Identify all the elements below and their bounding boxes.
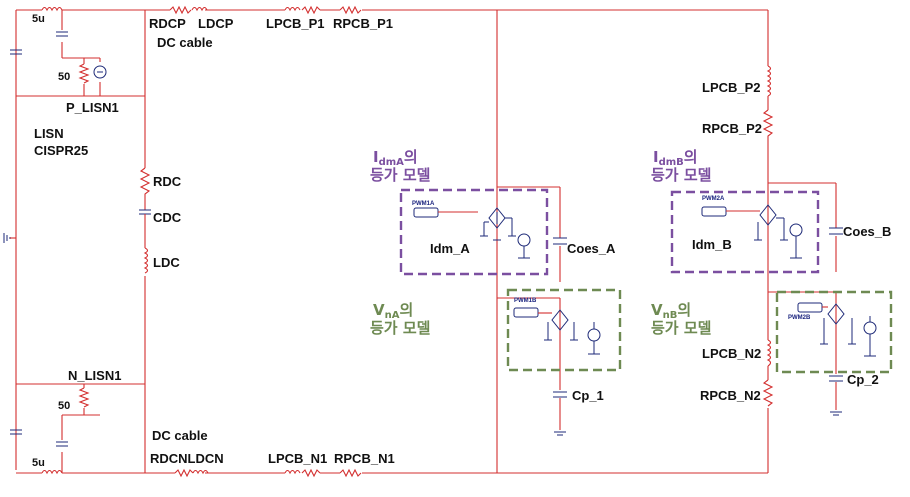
label-dc-cable-bot: DC cable — [152, 428, 208, 443]
label-n-lisn: N_LISN1 — [68, 368, 121, 383]
inductor-5u-top — [41, 6, 63, 12]
label-50-bot: 50 — [58, 400, 70, 412]
anno-vnb-line2: 등가 모델 — [651, 319, 712, 337]
anno-idm-b-line1: IdmB의 — [653, 148, 698, 168]
label-lpcb-p2: LPCB_P2 — [702, 80, 761, 95]
label-rpcb-p1: RPCB_P1 — [333, 16, 393, 31]
vnb-source — [797, 302, 877, 357]
inductor-ldcn — [192, 469, 209, 475]
components — [3, 5, 877, 478]
inductor-5u-bot — [41, 469, 63, 475]
inductor-ldc — [143, 247, 149, 274]
label-cispr: CISPR25 — [34, 143, 88, 158]
resistor-rpcb-n1-a — [301, 468, 321, 478]
label-ldcp: LDCP — [198, 16, 234, 31]
label-50-top: 50 — [58, 71, 70, 83]
label-ldc: LDC — [153, 255, 180, 270]
label-pwm1a: PWM1A — [412, 201, 435, 207]
vnb-box — [775, 290, 893, 374]
label-cdc: CDC — [153, 210, 182, 225]
resistor-rpcb-n1 — [339, 468, 362, 478]
label-lpcb-p1: LPCB_P1 — [266, 16, 325, 31]
idm-a-box — [399, 188, 549, 276]
label-rdcn-ldcn: RDCNLDCN — [150, 451, 224, 466]
label-coes-a: Coes_A — [567, 241, 616, 256]
label-idm-b: Idm_B — [692, 237, 732, 252]
label-lisn: LISN — [34, 126, 64, 141]
idm-b-source — [701, 204, 803, 259]
label-p-lisn: P_LISN1 — [66, 100, 119, 115]
label-pwm2b: PWM2B — [788, 315, 811, 321]
resistor-rpcb-p1 — [339, 5, 362, 15]
label-pwm1b: PWM1B — [514, 298, 537, 304]
label-dc-cable-top: DC cable — [157, 35, 213, 50]
label-pwm2a: PWM2A — [702, 196, 725, 202]
resistor-rpcb-n2 — [762, 379, 774, 407]
idm-b-box — [670, 190, 820, 274]
vna-box — [506, 288, 622, 372]
labels: 5u 50 P_LISN1 LISN CISPR25 RDCP LDCP DC … — [32, 13, 891, 469]
anno-idm-a-line1: IdmA의 — [373, 148, 418, 168]
label-rpcb-n2: RPCB_N2 — [700, 388, 761, 403]
label-rdcp: RDCP — [149, 16, 186, 31]
anno-vna-line2: 등가 모델 — [370, 319, 431, 337]
anno-idm-a-line2: 등가 모델 — [370, 166, 431, 184]
inductor-lpcb-p2 — [766, 65, 772, 97]
anno-idm-b-line2: 등가 모델 — [651, 166, 712, 184]
anno-vnb-line1: VnB의 — [651, 301, 691, 321]
label-cp-2: Cp_2 — [847, 372, 879, 387]
resistor-rdc — [139, 167, 151, 196]
label-lpcb-n1: LPCB_N1 — [268, 451, 327, 466]
inductor-lpcb-n2 — [766, 339, 772, 367]
label-rpcb-n1: RPCB_N1 — [334, 451, 395, 466]
inductor-lpcb-n1 — [284, 469, 301, 475]
inductor-lpcb-p1 — [284, 6, 301, 12]
wires — [15, 9, 837, 474]
resistor-rpcb-p1-a — [301, 5, 321, 15]
label-rpcb-p2: RPCB_P2 — [702, 121, 762, 136]
resistor-rdcn — [174, 468, 194, 478]
idm-a-source — [413, 207, 531, 259]
resistor-rpcb-p2 — [762, 109, 774, 140]
anno-vna-line1: VnA의 — [373, 301, 413, 321]
label-cp-1: Cp_1 — [572, 388, 604, 403]
annotations: IdmA의 등가 모델 IdmB의 등가 모델 VnA의 등가 모델 VnB의 … — [370, 148, 712, 337]
inductor-ldcp — [191, 6, 208, 12]
label-lpcb-n2: LPCB_N2 — [702, 346, 761, 361]
label-5u-bot: 5u — [32, 457, 45, 469]
label-coes-b: Coes_B — [843, 224, 891, 239]
label-5u-top: 5u — [32, 13, 45, 25]
label-rdc: RDC — [153, 174, 182, 189]
inductor-rdcp — [169, 5, 192, 15]
vna-source — [513, 307, 601, 355]
label-idm-a: Idm_A — [430, 241, 470, 256]
